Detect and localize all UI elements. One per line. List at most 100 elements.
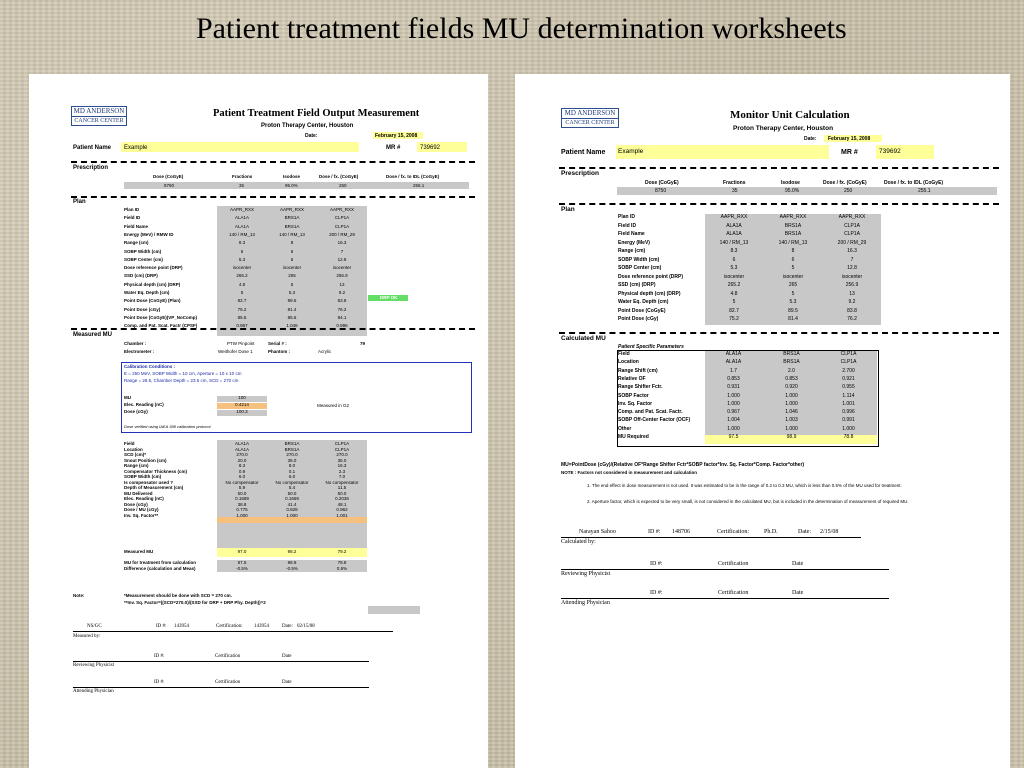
row-value: 75.2 bbox=[729, 316, 739, 322]
row-value: isocenter bbox=[841, 273, 863, 280]
row-value: ALA1A bbox=[726, 222, 742, 229]
row-value: ALA1A bbox=[234, 215, 249, 221]
row-value: 35.0 bbox=[287, 457, 297, 463]
row-value: 7 bbox=[340, 248, 344, 254]
row-value: ALA1A bbox=[726, 231, 742, 237]
row-label: Field bbox=[124, 441, 135, 446]
attending-signature-line bbox=[73, 687, 369, 688]
attending-physician-label: Attending Physician bbox=[561, 600, 610, 606]
row-value: 89.5 bbox=[287, 298, 297, 304]
sig-cert-label: Certification: bbox=[717, 529, 749, 535]
row-value: 265 bbox=[288, 273, 296, 279]
row-label: Point Dose (cGy) bbox=[124, 306, 161, 312]
rx-header-0: Dose (CoGyE) bbox=[153, 174, 184, 179]
row-value: 0.991 bbox=[842, 417, 855, 424]
row-label: SCD (cm)* bbox=[124, 452, 147, 457]
row-value: 83.8 bbox=[337, 298, 347, 304]
row-value: 1.046 bbox=[286, 323, 298, 329]
measured-mu-label: Measured MU bbox=[73, 332, 113, 338]
patient-specific-parameters-label: Patient Specific Parameters bbox=[618, 344, 684, 350]
row-value: 0.967 bbox=[727, 409, 740, 416]
row-value: isocenter bbox=[282, 265, 302, 271]
mr-label: MR # bbox=[386, 145, 401, 151]
row-value: 265.2 bbox=[727, 282, 741, 288]
row-value: No compensator bbox=[325, 479, 359, 485]
rx-value-2: 95.0% bbox=[285, 183, 298, 188]
row-value: 79.2 bbox=[337, 549, 347, 554]
row-value: 8.3 bbox=[238, 463, 246, 468]
mr-value: 739692 bbox=[420, 145, 441, 151]
sig-id-label: ID #: bbox=[156, 624, 167, 629]
divider bbox=[559, 332, 999, 334]
row-value: 78.8 bbox=[337, 560, 347, 565]
row-value: CLP1A bbox=[334, 223, 350, 229]
row-value: 0.921 bbox=[842, 375, 855, 382]
row-value: 82.7 bbox=[237, 298, 247, 304]
row-value: AAPR_RXX bbox=[779, 214, 807, 220]
sig-date-label: Date: bbox=[798, 529, 811, 535]
row-value: 13 bbox=[849, 290, 855, 297]
row-value: 0.828 bbox=[286, 507, 298, 512]
row-value: 0.996 bbox=[336, 323, 348, 329]
row-value: 11.5 bbox=[337, 485, 347, 490]
row-value: BRS1A bbox=[783, 359, 800, 366]
reviewing-signature-line bbox=[561, 569, 889, 570]
row-value: 0.955 bbox=[842, 384, 855, 391]
row-value: 0.775 bbox=[236, 507, 248, 512]
row-value: 12.8 bbox=[847, 265, 857, 271]
row-value: 270.0 bbox=[236, 452, 248, 457]
row-value: 0.853 bbox=[727, 375, 740, 382]
row-value: 200 / RM_29 bbox=[329, 231, 355, 237]
row-label: Point Dose (CoGyE) bbox=[618, 307, 666, 314]
review-date-label: Date bbox=[282, 654, 292, 659]
row-value: 76.2 bbox=[847, 316, 857, 322]
row-value: 1.000 bbox=[236, 512, 248, 518]
row-value: 50.0 bbox=[337, 490, 347, 496]
row-value: 1.000 bbox=[727, 400, 740, 407]
calculated-mu-box bbox=[617, 350, 879, 447]
row-label: Field Name bbox=[124, 223, 149, 229]
row-label: Field ID bbox=[618, 222, 637, 229]
row-value: 2.3 bbox=[338, 468, 346, 474]
divider bbox=[559, 203, 999, 205]
row-value: 5.3 bbox=[288, 290, 296, 295]
document-title: Monitor Unit Calculation bbox=[730, 109, 850, 121]
row-value: BRS1A bbox=[783, 351, 800, 357]
row-label: Field Name bbox=[618, 231, 645, 237]
mr-label: MR # bbox=[841, 149, 858, 156]
row-label: Dose reference point (DRP) bbox=[124, 265, 183, 271]
row-label: MU for treatment from calculation bbox=[124, 560, 197, 565]
row-label: Water Eq. Depth (cm) bbox=[124, 290, 170, 295]
review-id-label: ID #: bbox=[650, 561, 663, 567]
reviewing-signature-line bbox=[73, 661, 369, 662]
divider bbox=[71, 161, 475, 163]
chamber-label: Chamber : bbox=[124, 341, 147, 346]
row-value: 265.2 bbox=[236, 273, 248, 279]
review-date-label: Date bbox=[792, 561, 804, 567]
row-value: 0.931 bbox=[727, 384, 740, 391]
row-label: Relative OF bbox=[618, 375, 646, 382]
row-value: BRS1A bbox=[784, 222, 802, 229]
row-value: 0.853 bbox=[785, 375, 798, 382]
row-label: Plan ID bbox=[618, 214, 635, 220]
row-label: Field ID bbox=[124, 215, 141, 221]
row-value: 200 / RM_29 bbox=[837, 239, 867, 246]
patient-name-field bbox=[121, 142, 359, 152]
row-value: 5 bbox=[791, 265, 795, 271]
row-value: 1.004 bbox=[727, 417, 740, 424]
patient-name-field bbox=[616, 145, 829, 159]
cal-dose-cell bbox=[217, 410, 267, 416]
row-value: 1.001 bbox=[842, 400, 855, 407]
review-cert-label: Certification bbox=[718, 561, 749, 567]
row-label: SOBP Width (cm) bbox=[618, 256, 660, 263]
row-value: 13 bbox=[339, 281, 345, 287]
review-cert-label: Certification bbox=[215, 654, 241, 659]
cal-row-value: 100.3 bbox=[236, 409, 248, 414]
row-value: 5.3 bbox=[789, 299, 797, 305]
reviewing-physicist-label: Reviewing Physicist bbox=[561, 571, 611, 577]
sig-cert-value: 143954 bbox=[254, 624, 269, 629]
row-value: 8.3 bbox=[238, 240, 246, 246]
drp-ok-text: DRP OK bbox=[380, 295, 398, 300]
row-value: 16.3 bbox=[337, 240, 347, 246]
attending-cert-label: Certification bbox=[718, 590, 749, 596]
